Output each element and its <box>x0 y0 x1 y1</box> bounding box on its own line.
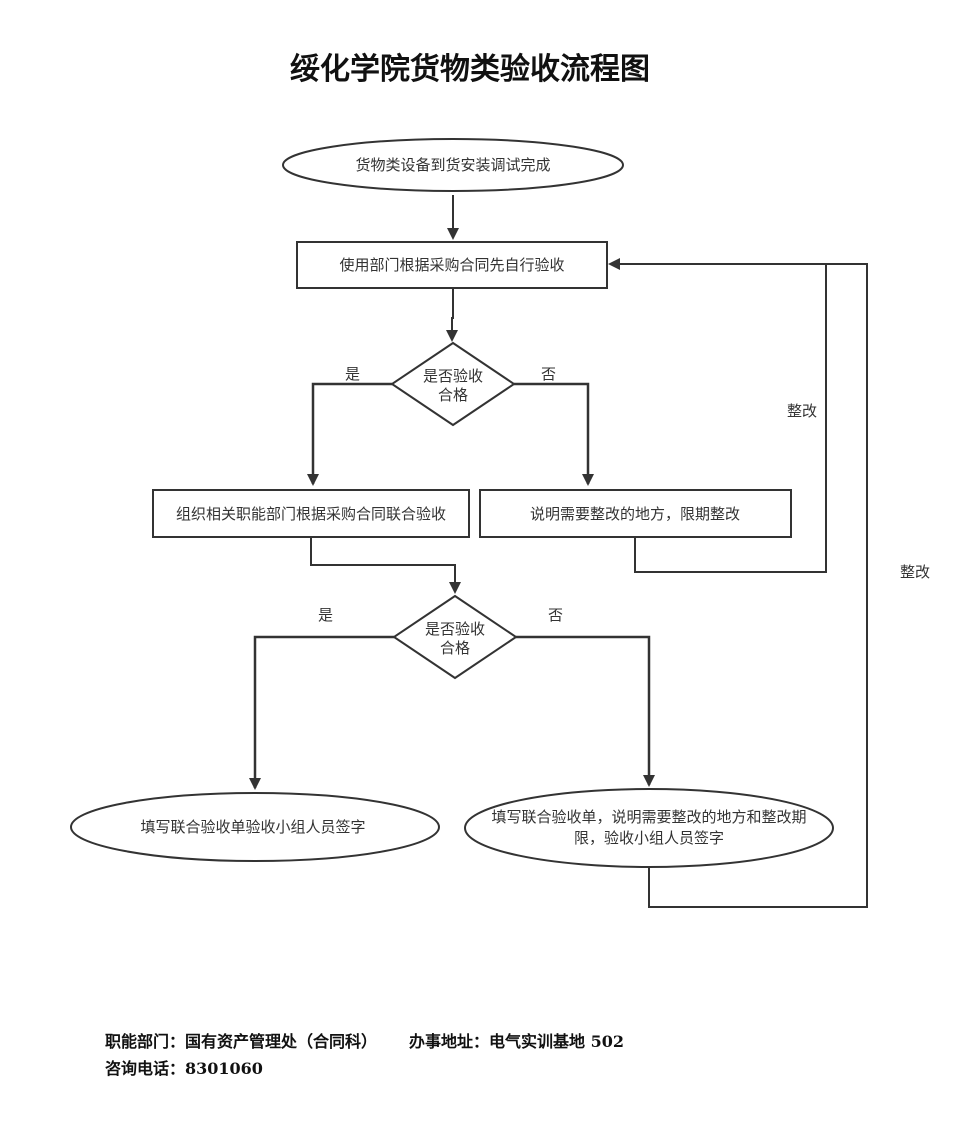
edge-joint-check-to-decision2 <box>310 537 461 594</box>
footer-line2: 咨询电话：8301060 <box>105 1055 624 1082</box>
decision1-no-label: 否 <box>541 365 556 383</box>
page-title: 绥化学院货物类验收流程图 <box>0 44 980 88</box>
decision2-label-line2: 合格 <box>440 639 470 657</box>
decision2-node <box>392 594 518 680</box>
decision1-label-line1: 是否验收 <box>423 367 483 385</box>
footer-line1: 职能部门：国有资产管理处（合同科） 办事地址：电气实训基地 502 <box>105 1028 624 1055</box>
self-check-node-label: 使用部门根据采购合同先自行验收 <box>339 256 564 274</box>
joint-check-node-label: 组织相关职能部门根据采购合同联合验收 <box>176 505 446 523</box>
decision1-label-line2: 合格 <box>438 386 468 404</box>
decision2-no-label: 否 <box>548 606 563 624</box>
footer-address: 办事地址：电气实训基地 502 <box>409 1032 624 1051</box>
edge-decision1-no <box>514 382 594 486</box>
end-pass-node <box>70 792 440 862</box>
edge-self-check-to-decision1 <box>446 288 458 342</box>
fix-notice-node-label: 说明需要整改的地方，限期整改 <box>530 505 740 523</box>
end-fail-node-label-line2: 限，验收小组人员签字 <box>574 829 724 847</box>
start-node-label: 货物类设备到货安装调试完成 <box>355 156 550 174</box>
footer-info: 职能部门：国有资产管理处（合同科） 办事地址：电气实训基地 502 咨询电话：83… <box>105 1028 624 1082</box>
edge-decision2-no <box>516 635 655 787</box>
edge-outer-rework-loop <box>648 263 868 908</box>
flowchart: 货物类设备到货安装调试完成 使用部门根据采购合同先自行验收 是否验收 合格 是 … <box>70 138 930 908</box>
footer-dept: 职能部门：国有资产管理处（合同科） <box>105 1032 378 1051</box>
edge-decision1-yes <box>307 382 392 486</box>
edge-inner-rework-loop <box>608 258 827 573</box>
inner-loop-label: 整改 <box>787 402 817 420</box>
end-pass-node-label: 填写联合验收单验收小组人员签字 <box>140 818 365 836</box>
decision2-yes-label: 是 <box>318 606 333 624</box>
end-fail-node <box>464 788 834 868</box>
footer-phone: 咨询电话：8301060 <box>105 1059 263 1078</box>
decision1-yes-label: 是 <box>345 365 360 383</box>
outer-loop-label: 整改 <box>900 563 930 581</box>
start-node <box>282 138 624 192</box>
fix-notice-node <box>479 489 792 538</box>
edge-decision2-yes <box>249 635 394 790</box>
end-fail-node-label-line1: 填写联合验收单，说明需要整改的地方和整改期 <box>491 808 806 826</box>
decision2-label-line1: 是否验收 <box>425 620 485 638</box>
page-title-text: 绥化学院货物类验收流程图 <box>290 52 650 87</box>
decision1-node <box>390 341 516 427</box>
